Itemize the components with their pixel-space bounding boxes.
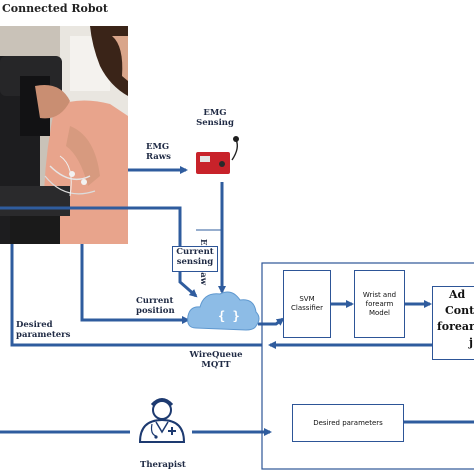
current-sensing-line2: sensing	[176, 257, 214, 267]
adaptive-line3: forearm	[437, 320, 474, 333]
desired-parameters-box: Desired parameters	[292, 404, 404, 442]
adaptive-line2: Cont	[445, 304, 474, 317]
wrist-line3: Model	[368, 308, 391, 317]
therapist-icon	[138, 398, 186, 443]
wirequeue-line1: WireQueue	[189, 350, 243, 360]
desired-parameters-label: Desired parameters	[16, 320, 70, 340]
therapist-label: Therapist	[140, 460, 186, 470]
wrist-line1: Wrist and	[362, 290, 397, 299]
emg-raws-label: EMG Raws	[146, 142, 171, 162]
diagram-title: Connected Robot	[2, 2, 108, 15]
processing-panel	[261, 262, 474, 470]
adaptive-line1: Ad	[449, 288, 466, 301]
emg-sensing-line2: Sensing	[196, 118, 234, 128]
emg-raws-line2: Raws	[146, 152, 171, 162]
svm-classifier-box: SVM Classifier	[283, 270, 331, 338]
current-sensing-line	[0, 206, 182, 246]
emg-sensor-board	[196, 136, 239, 174]
emg-raws-line1: EMG	[146, 142, 170, 152]
svg-text:{ }: { }	[218, 309, 240, 323]
cloud-icon: { }	[187, 291, 260, 331]
adaptive-controller-box: Ad Cont forearm j	[432, 286, 474, 360]
emg-sensing-label: EMG Sensing	[194, 108, 236, 128]
desired-parameters-line2: parameters	[16, 330, 71, 340]
desired-parameters-line1: Desired	[16, 320, 53, 330]
emg-sensing-line1: EMG	[203, 108, 227, 118]
wrist-forearm-model-box: Wrist and forearm Model	[354, 270, 405, 338]
current-sensing-arrow	[178, 272, 198, 298]
current-position-line1: Current	[136, 296, 174, 306]
current-position-line2: position	[136, 306, 175, 316]
current-sensing-line1: Current	[176, 247, 214, 257]
current-sensing-box: Current sensing	[172, 246, 218, 272]
wirequeue-label: WireQueue MQTT	[186, 350, 246, 370]
svm-line2: Classifier	[291, 304, 323, 312]
cloud-to-svm-arrow	[258, 317, 285, 326]
desired-parameters-arrow	[10, 244, 262, 347]
current-position-arrow	[80, 244, 190, 324]
svm-line1: SVM	[299, 295, 315, 303]
adaptive-line4: j	[469, 336, 473, 349]
wirequeue-line2: MQTT	[201, 360, 231, 370]
wrist-line2: forearm	[365, 299, 394, 308]
current-position-label: Current position	[136, 296, 175, 316]
